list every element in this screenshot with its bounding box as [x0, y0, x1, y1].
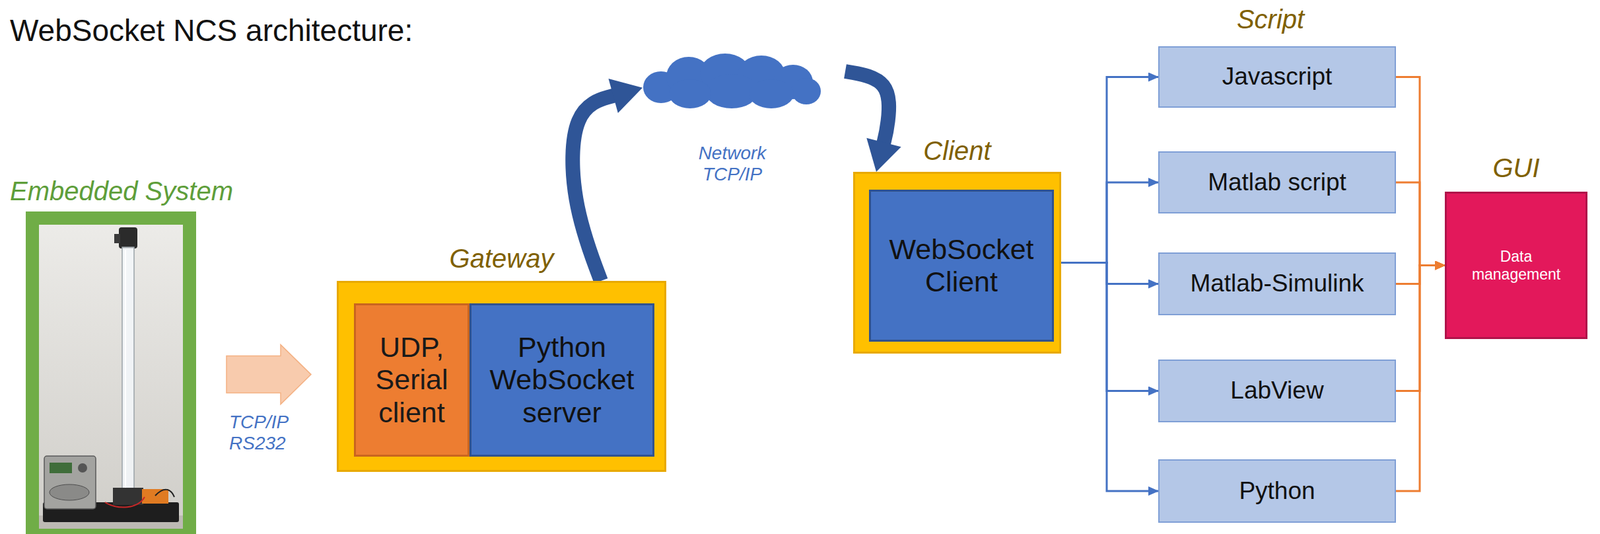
box-label: UDP, Serial client: [363, 330, 460, 429]
gui-box: GUIData management: [1444, 191, 1588, 339]
tube-holder: [118, 227, 138, 249]
box-content: UDP, Serial client: [355, 305, 468, 455]
holder-clamp: [114, 233, 121, 244]
box-content: WebSocket Client: [870, 191, 1052, 340]
supply-cylinder: [49, 484, 90, 500]
script-box: Javascript: [1158, 46, 1396, 108]
serial-client-box: UDP, Serial client: [353, 303, 470, 457]
fan-housing: [112, 487, 144, 505]
box-label: Matlab-Simulink: [1189, 269, 1364, 298]
network-arrow: [572, 78, 643, 281]
connector-line: [1061, 262, 1159, 284]
box-content: Javascript: [1159, 47, 1395, 107]
cloud-shape: [642, 52, 823, 109]
connector-line: [1061, 77, 1159, 263]
box-content: Python WebSocket server: [471, 305, 653, 455]
network-cloud: Network TCP/IP: [642, 52, 823, 109]
network-arrow-head: [608, 78, 643, 113]
cloud-lobe: [791, 77, 821, 105]
box-label: WebSocket Client: [878, 233, 1044, 299]
data-connector: [1395, 182, 1445, 266]
power-wire: [104, 496, 145, 508]
connector-line: [1061, 262, 1159, 391]
box-heading: GUI: [1492, 152, 1540, 183]
box-content: LabView: [1159, 360, 1395, 421]
box-content: Python: [1159, 460, 1395, 522]
box-label: Python WebSocket server: [479, 330, 645, 429]
data-connector: [1061, 77, 1159, 263]
data-connector: [1061, 262, 1159, 391]
gateway-box: GatewayUDP, Serial clientPython WebSocke…: [336, 280, 667, 472]
script-box: Matlab script: [1158, 151, 1396, 214]
link-block-arrow: [226, 344, 312, 405]
data-connector: [1061, 182, 1159, 263]
network-arrow-body: [572, 95, 615, 281]
driver-board: [141, 488, 169, 504]
box-heading: Network TCP/IP: [676, 142, 789, 185]
power-supply: [44, 455, 96, 509]
connector-line: [1395, 265, 1445, 492]
box-heading: Client: [923, 135, 991, 166]
setup-photo: [38, 224, 183, 534]
connector-line: [1061, 182, 1159, 263]
supply-knob: [77, 462, 88, 473]
cloud-lobe: [748, 79, 794, 109]
cloud-lobe: [668, 79, 712, 109]
connector-line: [1395, 182, 1445, 266]
serial-link-arrow: [226, 344, 312, 405]
data-connector: [1395, 77, 1445, 266]
script-box: LabView: [1158, 359, 1396, 422]
embedded-system-frame: Embedded System: [25, 211, 197, 534]
box-label: Matlab script: [1207, 168, 1347, 197]
box-label: Python: [1238, 476, 1315, 506]
script-box: Python: [1158, 458, 1396, 523]
box-content: Matlab script: [1159, 152, 1395, 212]
column-heading: Script: [1236, 3, 1305, 35]
client-box: ClientWebSocket Client: [853, 171, 1062, 354]
connector-line: [1061, 262, 1159, 492]
network-arrow-body: [845, 71, 889, 144]
network-arrow: [845, 71, 902, 172]
photo-background: [38, 224, 183, 534]
box-content: Matlab-Simulink: [1159, 253, 1395, 314]
glass-tube: [122, 246, 135, 493]
tube-highlight: [124, 249, 127, 490]
box-label: LabView: [1230, 376, 1324, 405]
websocket-client-box: WebSocket Client: [869, 189, 1054, 342]
script-box: Matlab-Simulink: [1158, 252, 1396, 315]
supply-display: [49, 462, 72, 473]
diagram-title: WebSocket NCS architecture:: [9, 13, 413, 49]
data-connector: [1395, 265, 1445, 492]
box-content: Data management: [1446, 193, 1586, 337]
data-connector: [1061, 262, 1159, 284]
link-label: TCP/IP RS232: [227, 411, 304, 454]
box-heading: Embedded System: [9, 175, 234, 207]
connector-line: [1395, 77, 1445, 266]
websocket-server-box: Python WebSocket server: [469, 303, 655, 457]
box-label: Data management: [1466, 247, 1566, 283]
box-heading: Gateway: [449, 243, 555, 274]
network-arrow-head: [866, 138, 901, 172]
box-label: Javascript: [1222, 62, 1333, 92]
signal-wire: [155, 489, 175, 497]
data-connector: [1061, 262, 1159, 492]
